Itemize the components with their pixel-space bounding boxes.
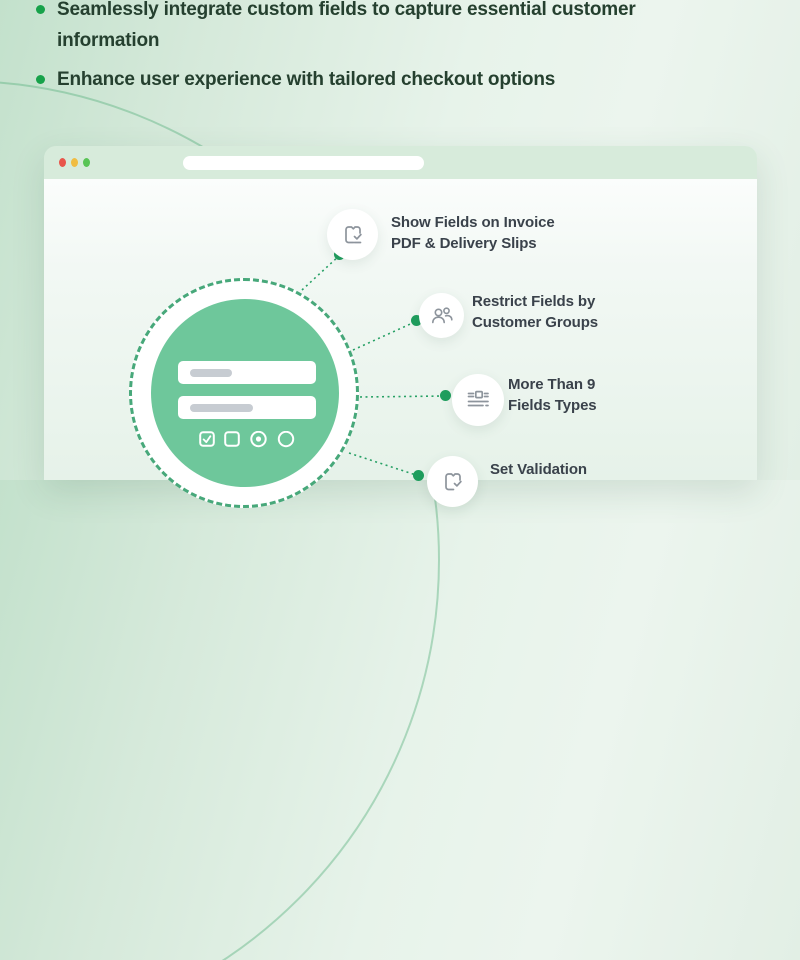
form-controls-row [199, 431, 295, 448]
promo-stage: Seamlessly integrate custom fields to ca… [0, 0, 757, 960]
minimize-window-icon[interactable] [71, 158, 78, 167]
callout-line: Fields Types [508, 397, 597, 414]
validation-check-icon [444, 472, 462, 490]
connector-node-dot [411, 315, 422, 326]
callout-icon-circle [427, 456, 478, 507]
callout-line: PDF & Delivery Slips [391, 235, 537, 252]
browser-titlebar [44, 146, 757, 179]
callout-line: Customer Groups [472, 314, 599, 331]
callout-label: Set Validation [490, 459, 587, 480]
callout-line: Restrict Fields by [472, 293, 596, 310]
callout-icon-circle [452, 374, 504, 426]
callout-icon-circle [327, 209, 378, 260]
bullet-text: Enhance user experience with tailored ch… [57, 69, 556, 90]
checkbox-checked-icon[interactable] [199, 431, 215, 447]
close-window-icon[interactable] [59, 158, 66, 167]
callout-line: Show Fields on Invoice [391, 214, 555, 231]
field-placeholder-bar [190, 404, 253, 412]
customer-groups-icon [431, 306, 453, 323]
callout-label: Restrict Fields by Customer Groups [472, 291, 598, 333]
callout-line: Set Validation [490, 461, 587, 478]
custom-fields-circle [151, 299, 339, 487]
radio-empty-icon[interactable] [277, 431, 295, 448]
window-controls [59, 158, 90, 167]
callout-icon-circle [419, 293, 464, 338]
bullet-text: Seamlessly integrate custom fields to ca… [57, 0, 636, 51]
bullet-dot-icon [36, 75, 45, 84]
invoice-check-icon [344, 225, 362, 243]
callout-label: Show Fields on Invoice PDF & Delivery Sl… [391, 212, 555, 254]
radio-selected-icon[interactable] [250, 431, 267, 448]
maximize-window-icon[interactable] [83, 158, 90, 167]
bullet-dot-icon [36, 5, 45, 14]
list-item: Seamlessly integrate custom fields to ca… [36, 0, 684, 56]
callout-line: More Than 9 [508, 376, 596, 393]
feature-bullet-list: Seamlessly integrate custom fields to ca… [36, 0, 684, 95]
form-input-field[interactable] [178, 361, 316, 384]
connector-node-dot [413, 470, 424, 481]
field-placeholder-bar [190, 369, 232, 377]
callout-label: More Than 9 Fields Types [508, 374, 597, 416]
connector-node-dot [440, 390, 451, 401]
checkbox-empty-icon[interactable] [224, 431, 240, 447]
field-types-icon [467, 390, 489, 407]
address-bar[interactable] [183, 156, 424, 170]
list-item: Enhance user experience with tailored ch… [36, 64, 684, 95]
